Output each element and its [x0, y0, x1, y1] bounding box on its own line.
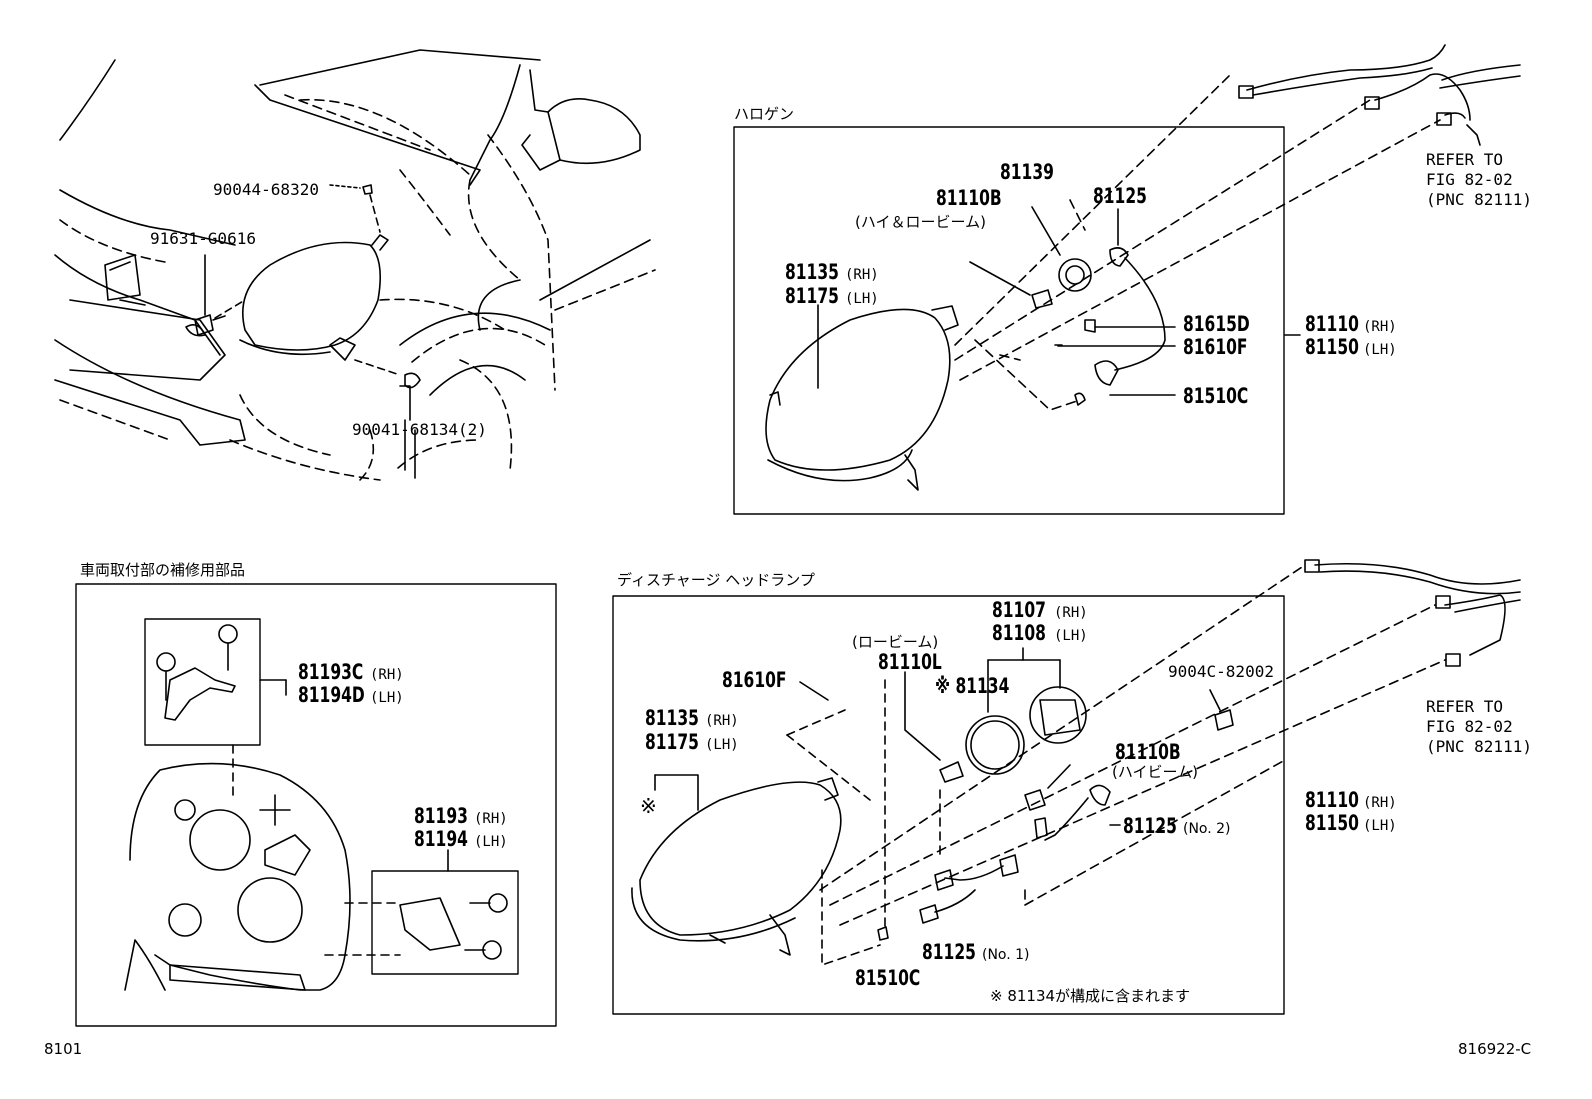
discharge-assembly-illustration: [612, 559, 1521, 1015]
part-number-81125-no2: 81125(No. 2): [1123, 814, 1231, 838]
part-number-81193C-rh: 81193C(RH): [298, 660, 404, 684]
halogen-section-title: ハロゲン: [734, 105, 795, 123]
part-number-81510C: 81510C: [1183, 384, 1249, 408]
part-number-81193-rh: 81193(RH): [414, 804, 508, 828]
part-number-81175-lh: 81175(LH): [785, 284, 879, 308]
repair-parts-illustration: [75, 583, 557, 1027]
part-number-81125-no1: 81125(No. 1): [922, 940, 1030, 964]
part-note-high-beam: (ハイビーム): [1112, 763, 1198, 781]
part-number-81135-rh-discharge: 81135(RH): [645, 706, 739, 730]
part-number-81125: 81125: [1093, 184, 1147, 208]
part-number-81150-lh: 81150(LH): [1305, 335, 1397, 359]
asterisk-mark: ※: [640, 794, 657, 818]
part-number-81194D-lh: 81194D(LH): [298, 683, 404, 707]
part-number-91631-G0616: 91631-G0616: [150, 229, 256, 248]
part-number-90041-68134: 90041-68134(2): [352, 420, 487, 439]
discharge-section-title: ディスチャージ ヘッドランプ: [617, 571, 815, 589]
part-number-81107-rh: 81107(RH): [992, 598, 1088, 622]
part-number-81150-lh-discharge: 81150(LH): [1305, 811, 1397, 835]
part-number-9004C-82002: 9004C-82002: [1168, 662, 1274, 681]
part-number-81108-lh: 81108(LH): [992, 621, 1088, 645]
part-number-81610F-discharge: 81610F: [722, 668, 787, 692]
part-number-81110B: 81110B: [936, 186, 1002, 210]
refer-to-line-3-discharge: (PNC 82111): [1426, 737, 1532, 756]
part-number-81135-rh: 81135(RH): [785, 260, 879, 284]
refer-to-line-2: FIG 82-02: [1426, 170, 1513, 189]
part-number-81110B-discharge: 81110B: [1115, 740, 1181, 764]
part-number-81510C-discharge: 81510C: [855, 966, 921, 990]
part-number-81110L: 81110L: [878, 650, 942, 674]
part-number-81139: 81139: [1000, 160, 1054, 184]
footnote-81134-included: ※ 81134が構成に含まれます: [990, 987, 1191, 1005]
part-number-81110-rh: 81110(RH): [1305, 312, 1397, 336]
figure-number: 8101: [44, 1040, 83, 1058]
refer-to-line-2-discharge: FIG 82-02: [1426, 717, 1513, 736]
part-number-81610F: 81610F: [1183, 335, 1248, 359]
part-number-81110-rh-discharge: 81110(RH): [1305, 788, 1397, 812]
part-number-90044-68320: 90044-68320: [213, 180, 319, 199]
part-number-81175-lh-discharge: 81175(LH): [645, 730, 739, 754]
part-number-81134: ※ 81134: [935, 674, 1010, 698]
vehicle-front-illustration: [54, 49, 656, 481]
part-number-81194-lh: 81194(LH): [414, 827, 508, 851]
part-number-81615D: 81615D: [1183, 312, 1250, 336]
halogen-assembly-illustration: [733, 44, 1521, 515]
part-note-hi-lo-beam: (ハイ＆ロービーム): [855, 213, 986, 231]
refer-to-line-1-discharge: REFER TO: [1426, 697, 1504, 716]
refer-to-line-3: (PNC 82111): [1426, 190, 1532, 209]
part-note-low-beam: (ロービーム): [852, 633, 939, 651]
refer-to-line-1: REFER TO: [1426, 150, 1504, 169]
repair-section-title: 車両取付部の補修用部品: [80, 561, 246, 579]
illustration-code: 816922-C: [1458, 1040, 1532, 1058]
